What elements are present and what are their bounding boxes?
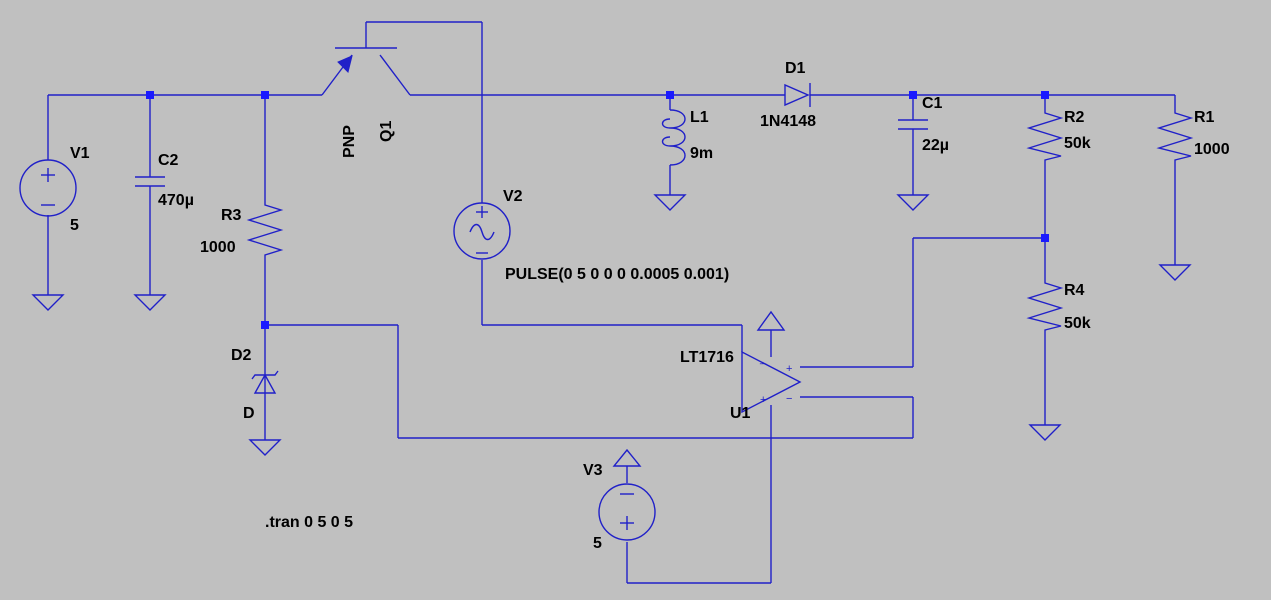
r2-name: R2: [1064, 109, 1085, 126]
r3-value: 1000: [200, 239, 236, 256]
r4-value: 50k: [1064, 315, 1091, 332]
d1-value: 1N4148: [760, 113, 816, 130]
u1-supply-minus: _: [759, 353, 767, 365]
r1-resistor[interactable]: [1156, 105, 1194, 165]
c2-name: C2: [158, 152, 179, 169]
r1-value: 1000: [1194, 141, 1230, 158]
v3-source[interactable]: [598, 448, 656, 541]
q1-pnp-transistor[interactable]: [335, 47, 397, 73]
supply-arrow-icon: [756, 310, 786, 331]
v3-value: 5: [593, 535, 602, 552]
v2-name: V2: [503, 188, 523, 205]
q1-name: Q1: [378, 121, 395, 142]
u1-name: U1: [730, 405, 751, 422]
ground-icon: [653, 194, 687, 211]
v1-name: V1: [70, 145, 90, 162]
ground-icon: [1028, 424, 1062, 441]
c2-value: 470µ: [158, 192, 194, 209]
c2-capacitor[interactable]: [135, 176, 165, 187]
v3-name: V3: [583, 462, 603, 479]
q1-type: PNP: [341, 125, 358, 158]
v2-value: PULSE(0 5 0 0 0 0.0005 0.001): [505, 266, 729, 283]
c1-capacitor[interactable]: [898, 119, 928, 130]
ground-icon: [1158, 264, 1192, 281]
u1-minus-pin: −: [786, 393, 792, 405]
l1-value: 9m: [690, 145, 713, 162]
ground-icon: [31, 294, 65, 311]
r1-name: R1: [1194, 109, 1215, 126]
d2-zener-diode[interactable]: [251, 370, 279, 395]
sine-icon: [469, 223, 495, 241]
r4-resistor[interactable]: [1026, 275, 1064, 335]
ground-symbols: [31, 194, 1192, 456]
r4-name: R4: [1064, 282, 1085, 299]
ground-icon: [133, 294, 167, 311]
ground-icon: [248, 439, 282, 456]
junctions: [146, 91, 1049, 329]
v1-value: 5: [70, 217, 79, 234]
r3-resistor[interactable]: [246, 195, 284, 262]
c1-value: 22µ: [922, 137, 949, 154]
v2-pulse-source[interactable]: [453, 202, 511, 260]
d2-value: D: [243, 405, 255, 422]
u1-plus-pin: +: [786, 363, 792, 375]
u1-value: LT1716: [680, 349, 734, 366]
c1-name: C1: [922, 95, 943, 112]
r3-name: R3: [221, 207, 242, 224]
spice-directive[interactable]: .tran 0 5 0 5: [265, 514, 353, 531]
u1-comparator[interactable]: + − + _: [741, 310, 802, 414]
r2-resistor[interactable]: [1026, 105, 1064, 165]
supply-arrow-icon: [612, 448, 642, 467]
d2-name: D2: [231, 347, 252, 364]
u1-supply-plus: +: [760, 394, 766, 406]
l1-inductor[interactable]: [661, 109, 686, 166]
d1-diode[interactable]: [784, 83, 811, 107]
d1-name: D1: [785, 60, 806, 77]
ground-icon: [896, 194, 930, 211]
l1-name: L1: [690, 109, 709, 126]
wires: [47, 21, 1176, 584]
v1-source[interactable]: [19, 159, 77, 217]
r2-value: 50k: [1064, 135, 1091, 152]
